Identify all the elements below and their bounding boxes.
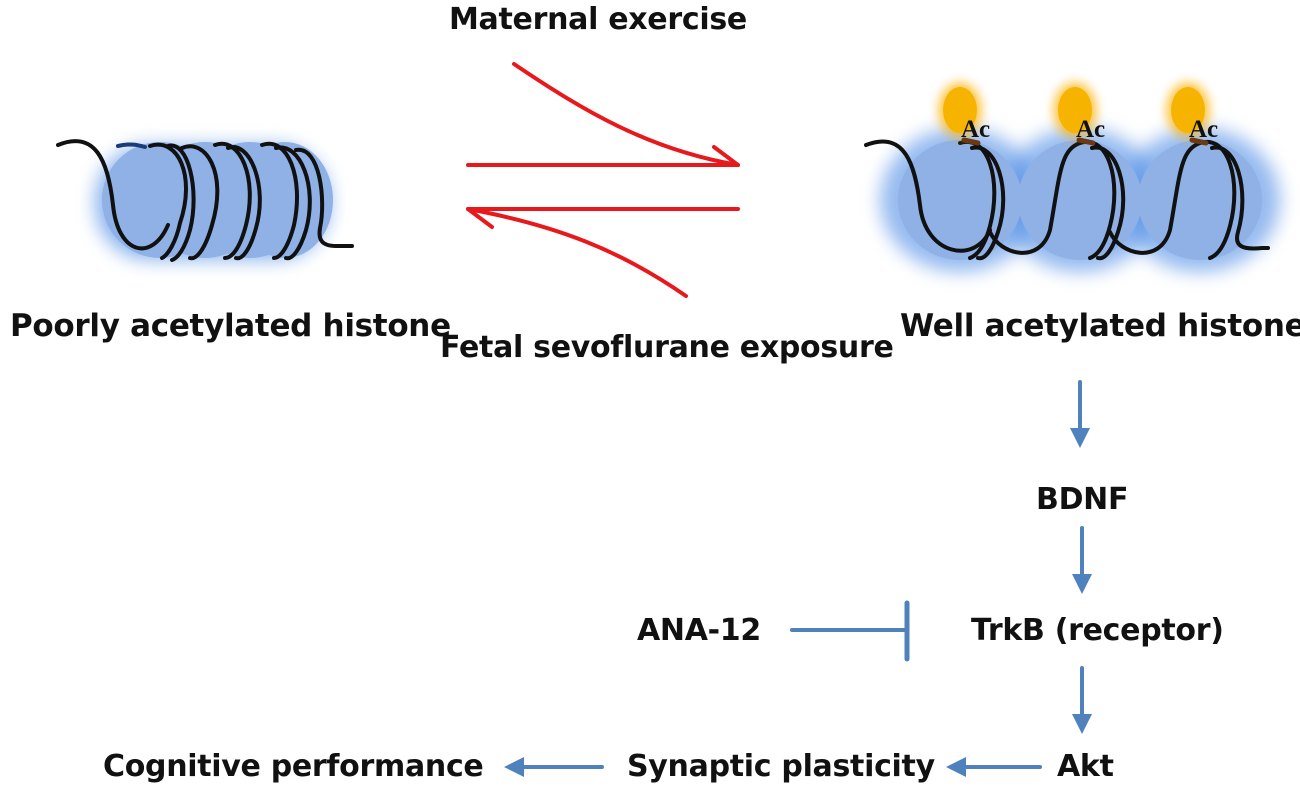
bdnf-label: BDNF [1036, 482, 1129, 517]
akt-label: Akt [1057, 749, 1114, 784]
well-acetylated-label: Well acetylated histone [900, 308, 1300, 344]
pathway-arrows [504, 380, 1092, 777]
acetyl-label: Ac [1076, 116, 1105, 143]
poorly-acetylated-label: Poorly acetylated histone [10, 308, 451, 344]
acetyl-group: Ac [1166, 82, 1218, 146]
reverse-arrow-curve [466, 207, 688, 298]
dna-strand [56, 139, 354, 262]
dna-strand [864, 139, 1270, 261]
maternal-exercise-label: Maternal exercise [449, 2, 747, 37]
histone-core [237, 142, 333, 258]
ana12-label: ANA-12 [637, 613, 761, 648]
forward-arrow-curve [512, 62, 740, 167]
acetyl-group: Ac [1053, 82, 1105, 146]
poorly-acetylated-histone-graphic [56, 139, 354, 262]
acetyl-group: Ac [938, 82, 990, 146]
acetyl-label: Ac [1189, 116, 1218, 143]
well-acetylated-histone-graphic: Ac Ac Ac [864, 82, 1280, 272]
trkb-label: TrkB (receptor) [971, 613, 1224, 648]
equilibrium-arrows [466, 62, 740, 298]
synaptic-plasticity-label: Synaptic plasticity [627, 749, 935, 784]
acetyl-label: Ac [961, 116, 990, 143]
fetal-sevoflurane-label: Fetal sevoflurane exposure [440, 330, 894, 365]
cognitive-performance-label: Cognitive performance [103, 749, 484, 784]
